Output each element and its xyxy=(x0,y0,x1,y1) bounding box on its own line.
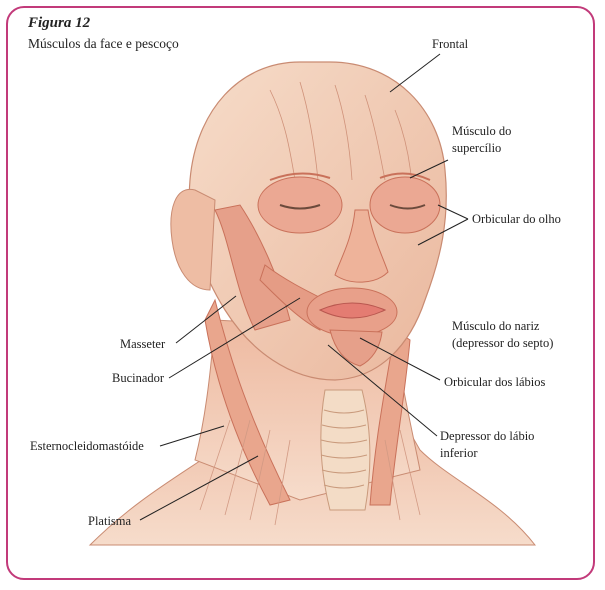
label-depressor: Depressor do lábio inferior xyxy=(440,428,534,462)
leader-orbicular-eye-a xyxy=(437,204,469,220)
leader-esterno xyxy=(159,425,225,447)
nose-shape xyxy=(334,209,389,283)
ear-shape xyxy=(170,188,216,291)
trachea-rings xyxy=(320,409,368,489)
leader-masseter xyxy=(175,295,237,344)
lips-shape xyxy=(318,302,387,319)
eye-left xyxy=(279,204,321,210)
platysma-fibres xyxy=(199,419,421,526)
label-supercilio-line1: Músculo do xyxy=(452,124,512,138)
label-nariz-line1: Músculo do nariz xyxy=(452,319,540,333)
label-nariz: Músculo do nariz (depressor do septo) xyxy=(452,318,553,352)
leader-supercilio xyxy=(409,159,449,179)
label-esterno: Esternocleidomastóide xyxy=(30,439,144,453)
orbicular-eye-right xyxy=(369,176,441,234)
brow-right xyxy=(379,172,431,181)
orbicular-eye-left xyxy=(257,176,343,234)
label-masseter: Masseter xyxy=(120,337,166,351)
leader-lines xyxy=(139,53,469,521)
leader-frontal xyxy=(389,53,441,93)
label-orbicular-olho: Orbicular do olho xyxy=(472,212,561,226)
sternocleidomastoid-right xyxy=(369,329,411,506)
label-supercilio: Músculo do supercílio xyxy=(452,123,511,157)
label-depressor-line1: Depressor do lábio xyxy=(440,429,535,443)
label-orbicular-labios: Orbicular dos lábios xyxy=(444,375,546,389)
label-depressor-line2: inferior xyxy=(440,446,478,460)
label-bucinador: Bucinador xyxy=(112,371,165,385)
leader-platisma xyxy=(139,455,259,521)
figure-subtitle: Músculos da face e pescoço xyxy=(28,36,179,51)
label-platisma: Platisma xyxy=(88,514,132,528)
trachea-shape xyxy=(320,389,371,511)
label-nariz-line2: (depressor do septo) xyxy=(452,336,554,350)
masseter-muscle xyxy=(214,204,291,331)
leader-orbicular-eye-b xyxy=(417,218,469,246)
eye-right xyxy=(389,204,426,210)
depressor-lip-muscle xyxy=(329,329,383,367)
figure-title: Figura 12 xyxy=(28,15,91,31)
leader-depressor xyxy=(327,344,438,437)
label-supercilio-line2: supercílio xyxy=(452,141,502,155)
label-frontal: Frontal xyxy=(432,37,469,51)
leader-orbicular-lips xyxy=(359,337,441,381)
leader-bucinador xyxy=(168,297,301,379)
brow-left xyxy=(269,172,331,181)
sternocleidomastoid-left xyxy=(204,298,291,506)
frontal-fibres xyxy=(269,81,413,186)
